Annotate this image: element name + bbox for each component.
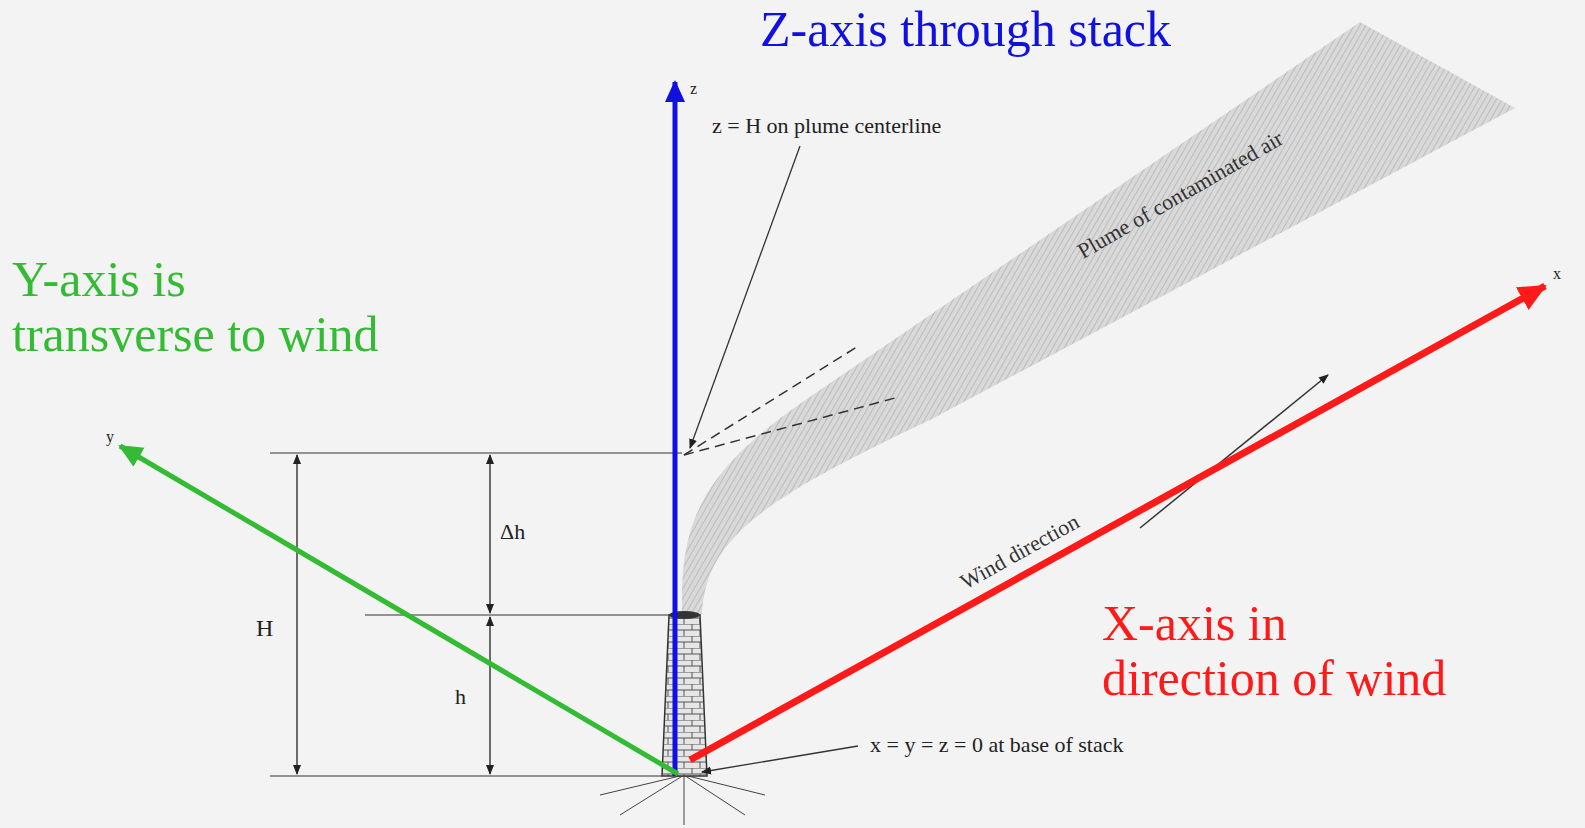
callout-note: z = H on plume centerline — [712, 114, 941, 138]
dimension-label: H — [256, 615, 273, 641]
axis-title: Z-axis through stack — [760, 2, 1171, 57]
axis-letter: y — [106, 428, 114, 446]
axis-title: Y-axis is transverse to wind — [12, 252, 557, 362]
dimension-label: Δh — [500, 520, 525, 544]
axis-title: X-axis in direction of wind — [1102, 596, 1572, 706]
axis-letter: z — [690, 80, 697, 98]
dimension-label: h — [455, 685, 466, 709]
axis-letter: x — [1553, 265, 1561, 283]
callout-note: x = y = z = 0 at base of stack — [870, 733, 1123, 757]
